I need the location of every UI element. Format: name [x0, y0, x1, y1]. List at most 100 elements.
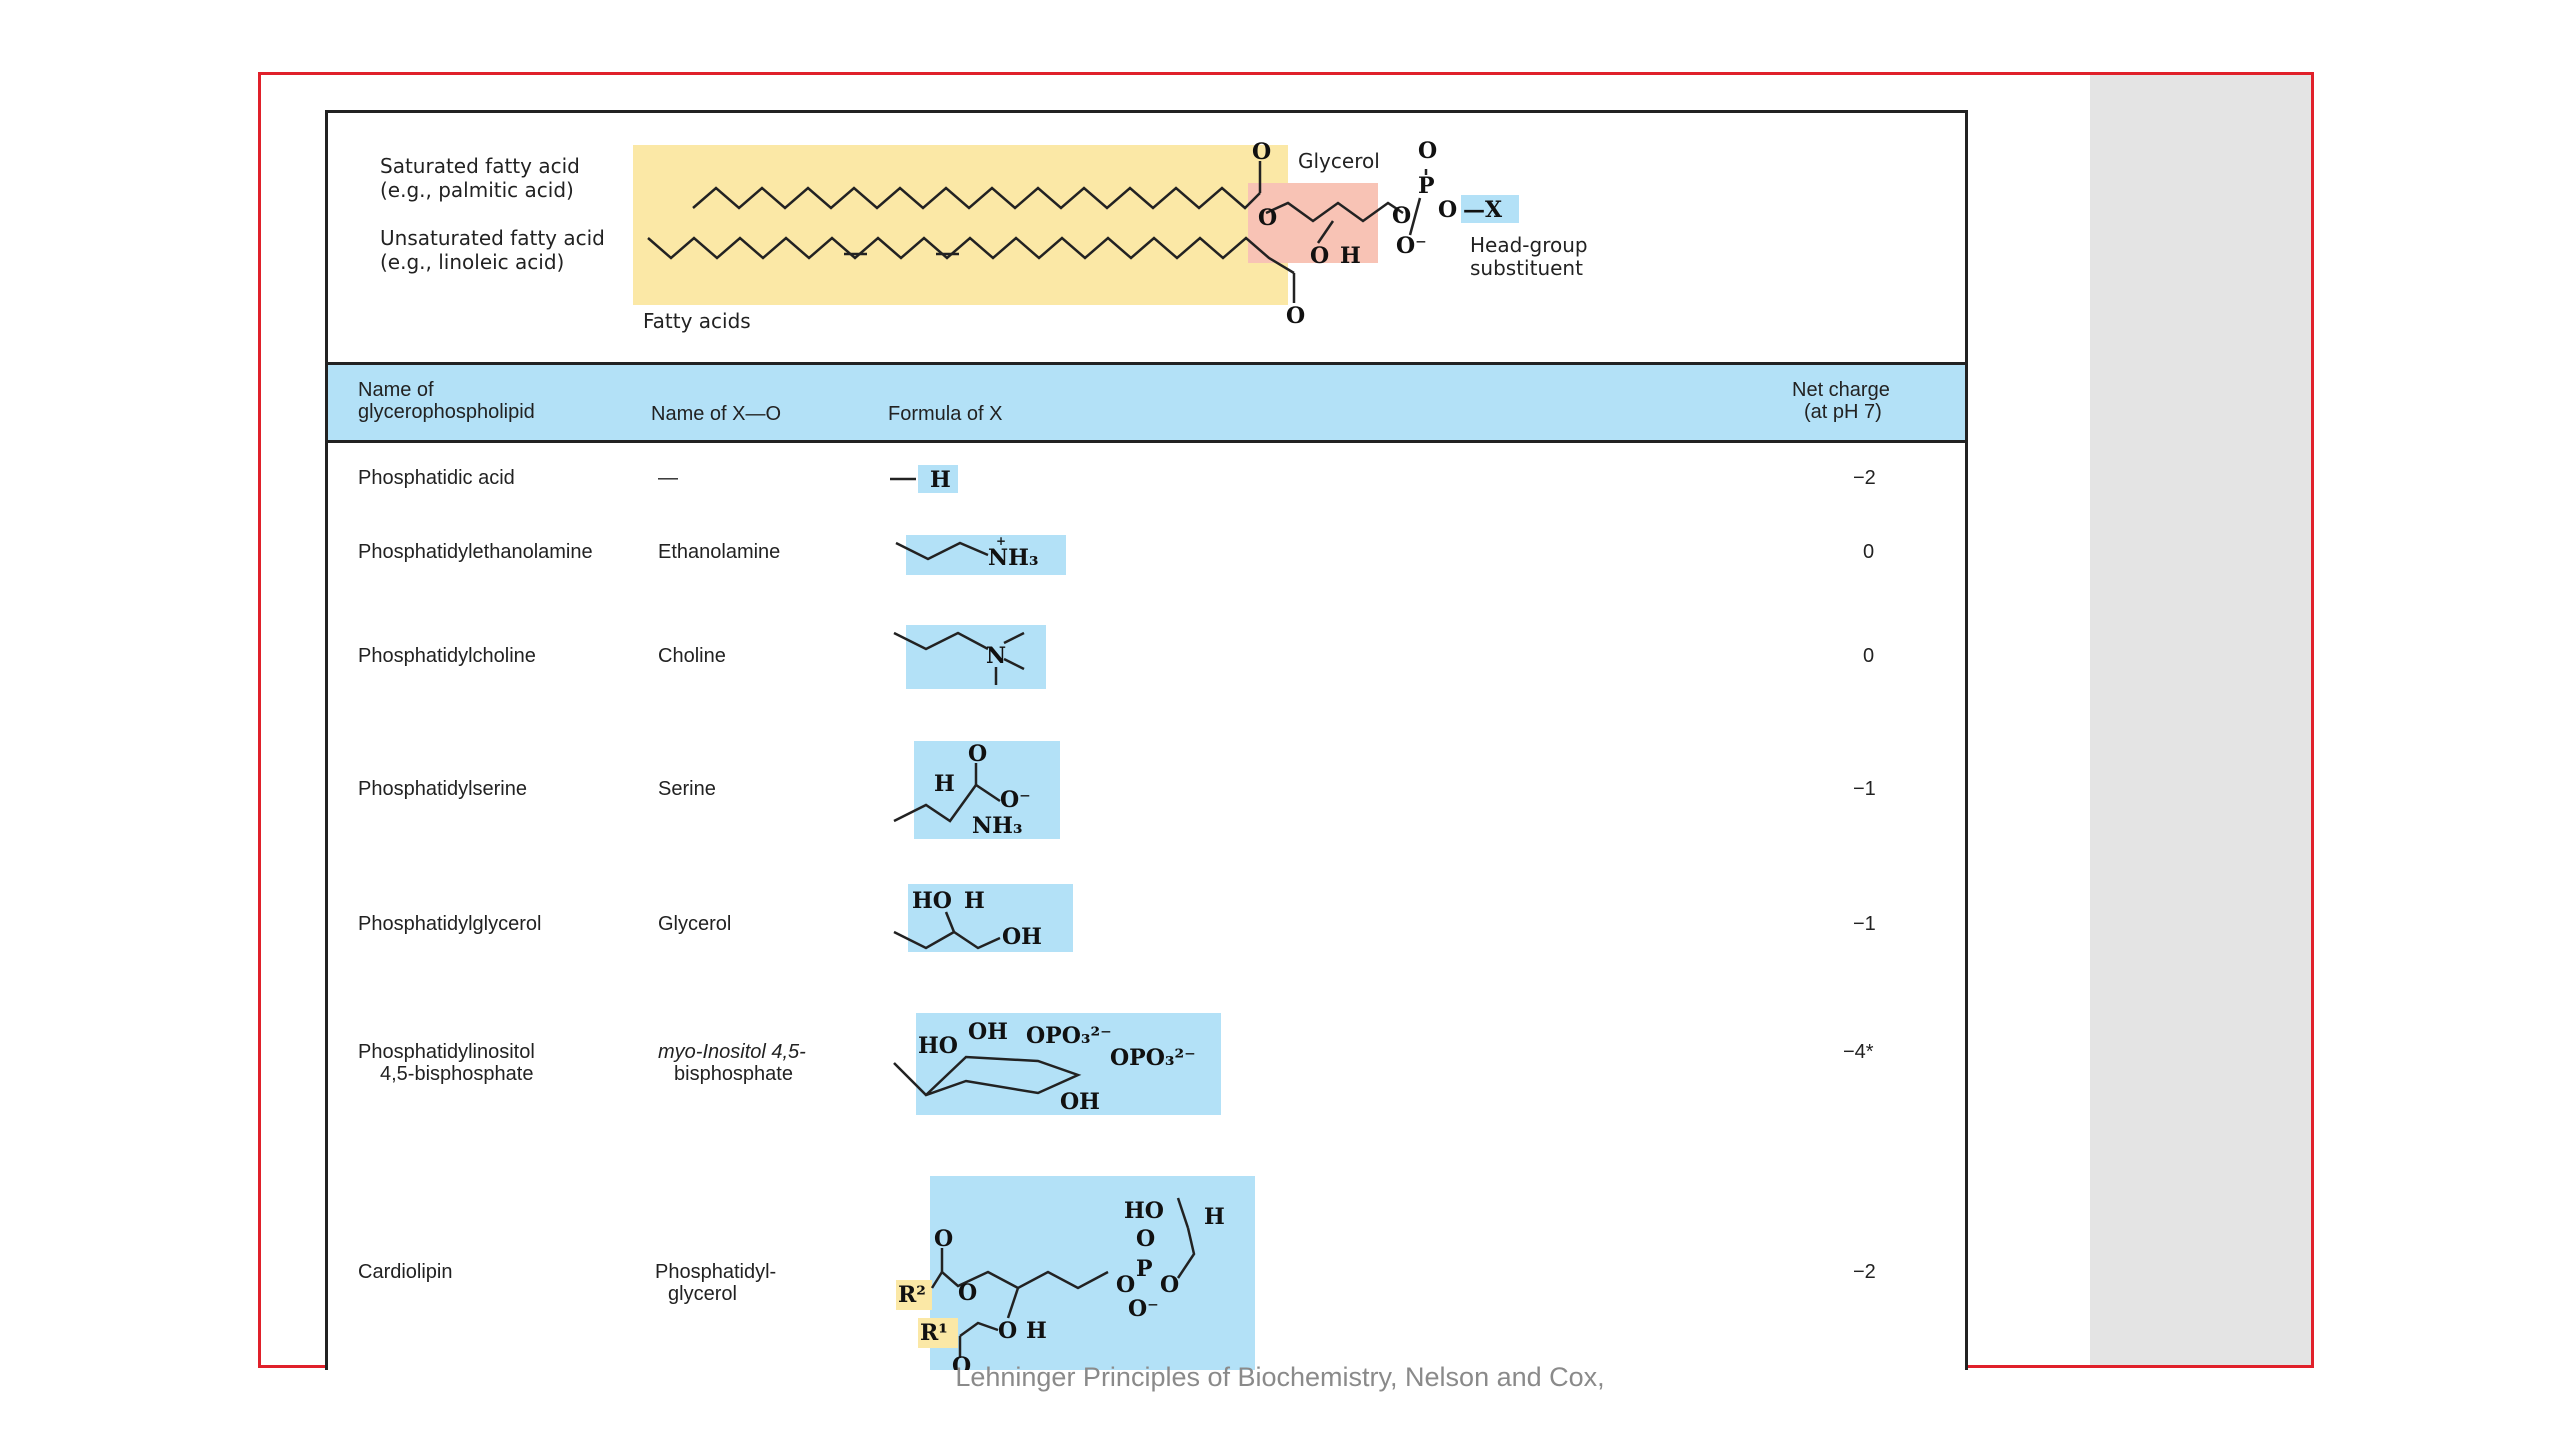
row-charge: 0	[1863, 645, 1875, 667]
svg-text:HO: HO	[918, 1033, 958, 1059]
row-charge: −4*	[1843, 1041, 1874, 1063]
x-symbol: —X	[1463, 197, 1503, 223]
header-name-1: Name of	[358, 379, 434, 401]
head-group-label-2: substituent	[1470, 256, 1583, 280]
row-x: Phosphatidyl-	[655, 1261, 777, 1283]
row-x-2: glycerol	[668, 1283, 737, 1305]
head-group-label-1: Head-group	[1470, 233, 1588, 257]
svg-text:O: O	[1252, 139, 1271, 165]
svg-text:O: O	[1392, 203, 1411, 229]
header-name-x: Name of X—O	[651, 403, 782, 425]
svg-text:O: O	[998, 1318, 1017, 1344]
svg-text:H: H	[1204, 1204, 1225, 1230]
unsaturated-chain	[647, 236, 1295, 275]
row-charge: −1	[1853, 778, 1876, 800]
svg-text:OH: OH	[968, 1019, 1008, 1045]
row-name: Phosphatidylglycerol	[358, 913, 542, 935]
glycerophospholipid-figure: Saturated fatty acid (e.g., palmitic aci…	[325, 110, 1968, 1370]
table-row: Cardiolipin Phosphatidyl- glycerol −2	[328, 1253, 1965, 1313]
row-x: myo-Inositol 4,5-	[658, 1041, 806, 1063]
svg-text:O: O	[1116, 1272, 1135, 1298]
svg-text:O: O	[1310, 243, 1329, 269]
row-charge: 0	[1863, 541, 1875, 563]
head-group-region	[1461, 195, 1519, 223]
row-name: Phosphatidylethanolamine	[358, 541, 593, 563]
saturated-label-1: Saturated fatty acid	[380, 154, 580, 178]
svg-text:+: +	[996, 534, 1006, 548]
fatty-acids-region	[633, 145, 1288, 305]
header-name-2: glycerophospholipid	[358, 401, 535, 423]
table-row: Phosphatidylinositol 4,5-bisphosphate my…	[328, 1033, 1965, 1093]
formula-hydrogen: H	[890, 465, 958, 493]
svg-text:H: H	[1340, 243, 1361, 269]
formula-phosphatidylglycerol: R² R¹ O O O H O O P O O⁻ O HO H	[896, 1176, 1255, 1370]
svg-text:P: P	[1418, 173, 1435, 199]
svg-text:H: H	[1026, 1318, 1047, 1344]
svg-text:O: O	[958, 1280, 977, 1306]
header-formula: Formula of X	[888, 403, 1003, 425]
svg-text:O: O	[1418, 138, 1437, 164]
header-charge-1: Net charge	[1792, 379, 1890, 401]
table-row: Phosphatidylserine Serine −1	[328, 770, 1965, 810]
glycerol-backbone	[1265, 201, 1404, 223]
header-charge-2: (at pH 7)	[1804, 401, 1882, 423]
svg-text:O: O	[968, 741, 987, 767]
side-panel	[2090, 75, 2311, 1365]
row-name: Phosphatidylcholine	[358, 645, 536, 667]
svg-text:OH: OH	[1060, 1089, 1100, 1115]
row-charge: −1	[1853, 913, 1876, 935]
svg-text:O: O	[1136, 1226, 1155, 1252]
svg-text:OPO₃²⁻: OPO₃²⁻	[1026, 1023, 1112, 1049]
svg-text:O⁻: O⁻	[1128, 1296, 1159, 1322]
svg-text:O: O	[934, 1226, 953, 1252]
row-x: Ethanolamine	[658, 541, 781, 563]
svg-text:HO: HO	[1124, 1198, 1164, 1224]
formula-inositol-bisphosphate: HO OH OPO₃²⁻ OPO₃²⁻ OH	[893, 1013, 1221, 1115]
row-charge: −2	[1853, 1261, 1876, 1283]
row-x-2: bisphosphate	[674, 1063, 793, 1085]
svg-text:O: O	[1286, 303, 1305, 329]
saturated-label-2: (e.g., palmitic acid)	[380, 178, 574, 202]
row-x: —	[658, 467, 678, 489]
svg-text:N: N	[986, 643, 1006, 669]
formula-ethanolamine: NH₃ +	[895, 534, 1066, 575]
svg-text:H: H	[934, 771, 955, 797]
unsaturated-label-1: Unsaturated fatty acid	[380, 226, 605, 250]
svg-text:O: O	[1160, 1272, 1179, 1298]
svg-text:R²: R²	[898, 1282, 926, 1308]
source-caption: Lehninger Principles of Biochemistry, Ne…	[955, 1362, 1605, 1392]
row-charge: −2	[1853, 467, 1876, 489]
svg-text:R¹: R¹	[920, 1320, 948, 1346]
table-row: Phosphatidic acid — −2	[328, 459, 1965, 499]
table-row: Phosphatidylglycerol Glycerol −1	[328, 905, 1965, 945]
table-row: Phosphatidylcholine Choline 0	[328, 637, 1965, 677]
formula-glycerol: HO H OH	[893, 884, 1073, 952]
svg-text:H: H	[964, 888, 985, 914]
row-name: Cardiolipin	[358, 1261, 453, 1283]
formula-choline: N	[893, 625, 1046, 689]
fatty-acids-label: Fatty acids	[643, 309, 751, 333]
table-header: Name of glycerophospholipid Name of X—O …	[328, 362, 1965, 443]
row-name-2: 4,5-bisphosphate	[380, 1063, 534, 1085]
glycerol-region	[1248, 183, 1378, 263]
svg-text:P: P	[1136, 1256, 1153, 1282]
row-name: Phosphatidylserine	[358, 778, 527, 800]
row-name: Phosphatidic acid	[358, 467, 515, 489]
phospholipid-structure-diagram: Saturated fatty acid (e.g., palmitic aci…	[380, 138, 1588, 333]
glycerol-label: Glycerol	[1298, 149, 1380, 173]
svg-text:NH₃: NH₃	[972, 813, 1023, 839]
svg-text:O: O	[1258, 205, 1277, 231]
svg-text:H: H	[930, 467, 951, 493]
row-x: Choline	[658, 645, 726, 667]
row-x: Glycerol	[658, 913, 732, 935]
unsaturated-label-2: (e.g., linoleic acid)	[380, 250, 564, 274]
saturated-chain	[692, 186, 1261, 210]
svg-text:O: O	[1438, 197, 1457, 223]
row-name: Phosphatidylinositol	[358, 1041, 535, 1063]
svg-text:HO: HO	[912, 888, 952, 914]
svg-text:NH₃: NH₃	[988, 545, 1039, 571]
svg-text:O⁻: O⁻	[1000, 787, 1031, 813]
svg-text:O: O	[952, 1353, 971, 1370]
svg-text:OH: OH	[1002, 924, 1042, 950]
svg-text:OPO₃²⁻: OPO₃²⁻	[1110, 1045, 1196, 1071]
